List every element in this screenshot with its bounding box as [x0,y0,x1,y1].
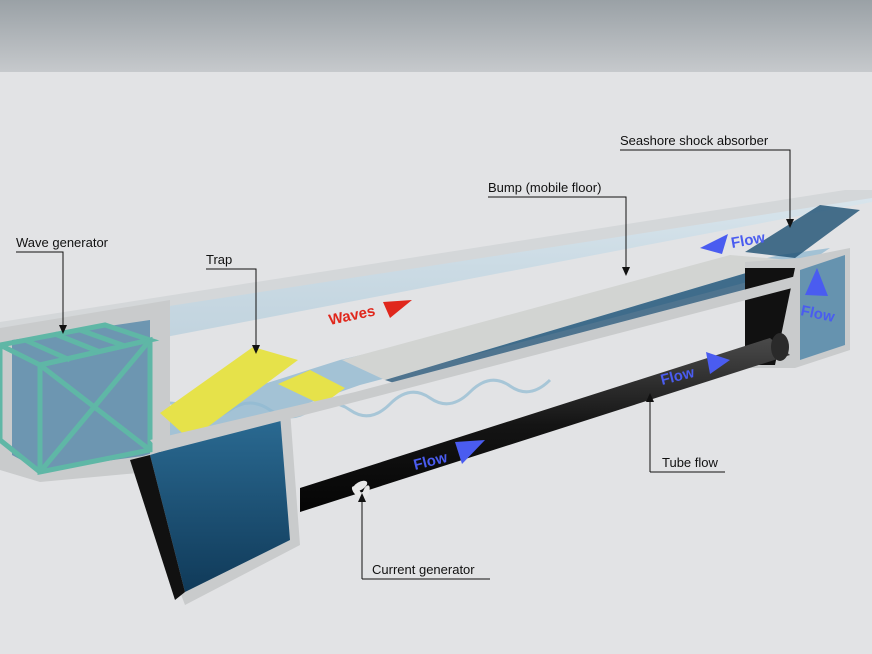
back-wall-top [0,190,872,332]
current-generator-label: Current generator [372,562,475,577]
waves-arrow [383,300,412,318]
bump-ramp [342,255,790,380]
wave-generator-label: Wave generator [16,235,109,250]
callout-arrowheads [59,219,794,502]
background-band [0,0,872,72]
flow-arrow-2 [706,352,730,374]
trap-plate [160,347,298,440]
trap-plate-small [278,370,345,405]
trap-pit-shadow [130,455,185,600]
flow-label-right: Flow [799,302,836,326]
flow-arrow-3 [805,268,828,296]
seashore-absorber [745,205,860,258]
trap-pit-water [150,415,290,592]
wave-generator-frame [0,322,160,476]
bump-water [385,260,790,385]
current-generator-propeller [351,480,370,499]
bump-label: Bump (mobile floor) [488,180,601,195]
tube-flow-label: Tube flow [662,455,718,470]
front-wall [150,275,800,452]
seashore-absorber-label: Seashore shock absorber [620,133,769,148]
trap-label: Trap [206,252,232,267]
flow-arrow-1 [455,440,485,464]
tube-flow-pipe [300,333,790,512]
callout-lines [16,149,791,580]
back-wall [0,192,872,360]
flow-arrow-4 [700,234,728,254]
flow-label-top: Flow [730,229,767,252]
